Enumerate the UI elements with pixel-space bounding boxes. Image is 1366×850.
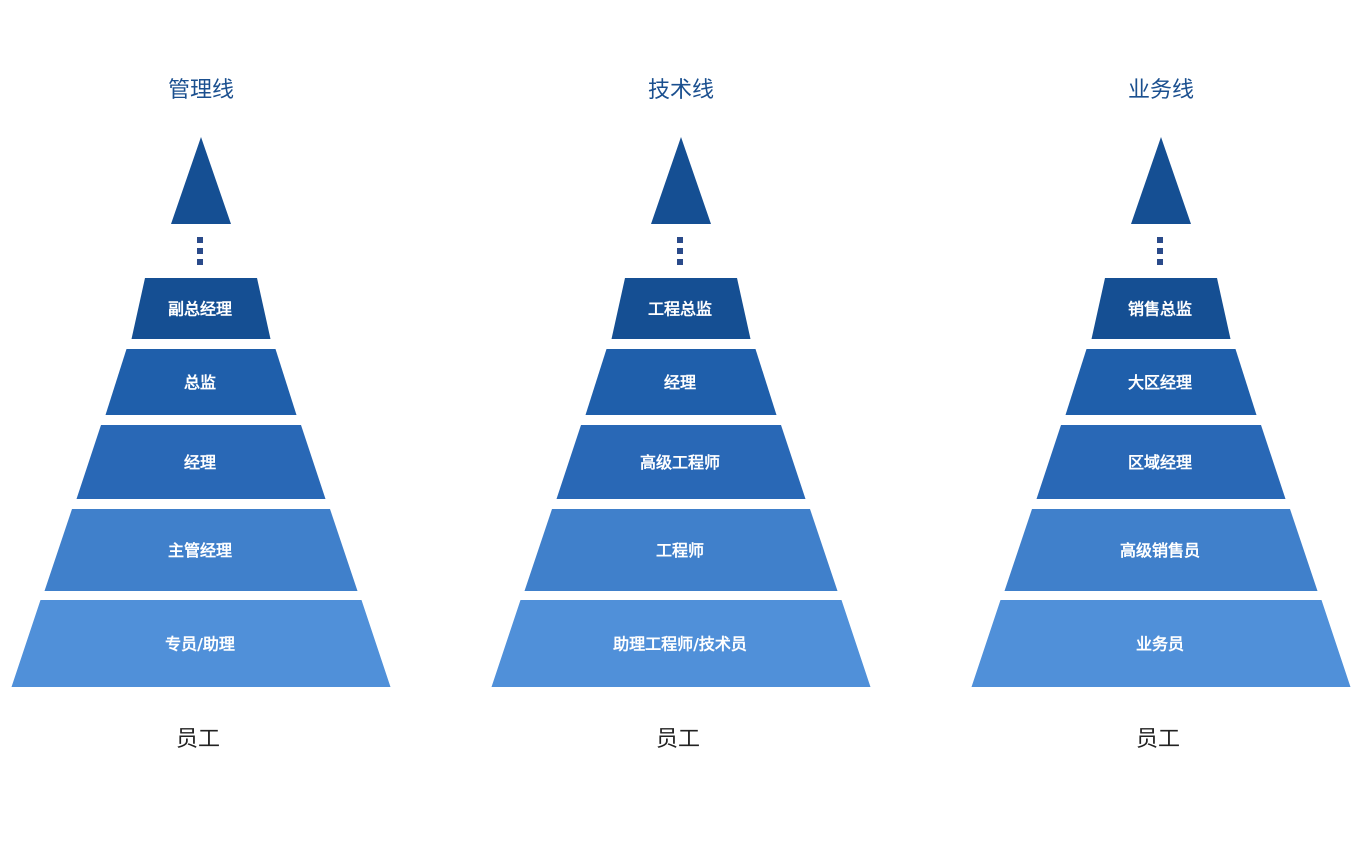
tier-1: 销售总监: [1091, 278, 1231, 339]
ellipsis-dot: [197, 259, 203, 265]
tier-shape: [1036, 425, 1286, 499]
tier-3: 经理: [76, 425, 326, 499]
tier-label: 销售总监: [1128, 300, 1192, 319]
ellipsis-dot: [677, 259, 683, 265]
tier-shape: [1004, 509, 1318, 591]
tier-1: 工程总监: [611, 278, 751, 339]
ellipsis-dot: [197, 248, 203, 254]
tier-label: 区域经理: [1128, 453, 1192, 472]
ellipsis-dot: [677, 237, 683, 243]
apex-triangle: [651, 137, 711, 224]
tier-5: 助理工程师/技术员: [491, 600, 871, 687]
ellipsis-dot: [1157, 237, 1163, 243]
tier-shape: [971, 600, 1351, 687]
tier-4: 高级销售员: [1004, 509, 1318, 591]
tier-label: 高级销售员: [1120, 541, 1200, 560]
tier-shape: [611, 278, 751, 339]
tier-2: 大区经理: [1065, 349, 1257, 415]
tier-label: 主管经理: [168, 541, 232, 560]
base-label: 员工: [1136, 727, 1180, 752]
tier-4: 工程师: [524, 509, 838, 591]
tier-shape: [1065, 349, 1257, 415]
tier-label: 副总经理: [168, 300, 232, 319]
tier-4: 主管经理: [44, 509, 358, 591]
column-title: 管理线: [168, 78, 234, 103]
ellipsis-dot: [197, 237, 203, 243]
tier-3: 高级工程师: [556, 425, 806, 499]
tier-shape: [524, 509, 838, 591]
tier-5: 业务员: [971, 600, 1351, 687]
tier-shape: [11, 600, 391, 687]
tier-label: 经理: [664, 373, 696, 392]
tier-label: 大区经理: [1128, 373, 1192, 392]
base-label: 员工: [656, 727, 700, 752]
base-label: 员工: [176, 727, 220, 752]
column-title: 业务线: [1128, 78, 1194, 103]
tier-shape: [556, 425, 806, 499]
tier-3: 区域经理: [1036, 425, 1286, 499]
tier-1: 副总经理: [131, 278, 271, 339]
tier-2: 经理: [585, 349, 777, 415]
tier-label: 经理: [184, 453, 216, 472]
tier-shape: [491, 600, 871, 687]
tier-label: 总监: [184, 373, 216, 392]
tier-shape: [44, 509, 358, 591]
tier-label: 专员/助理: [165, 635, 235, 654]
tier-5: 专员/助理: [11, 600, 391, 687]
apex-triangle: [1131, 137, 1191, 224]
tier-label: 助理工程师/技术员: [613, 635, 747, 654]
ellipsis-dot: [1157, 248, 1163, 254]
tier-label: 工程师: [656, 541, 704, 560]
column-title: 技术线: [648, 78, 714, 103]
tier-label: 高级工程师: [640, 453, 720, 472]
tier-label: 业务员: [1136, 635, 1184, 654]
tier-label: 工程总监: [648, 300, 712, 319]
tier-2: 总监: [105, 349, 297, 415]
ellipsis-dot: [677, 248, 683, 254]
tier-shape: [585, 349, 777, 415]
apex-triangle: [171, 137, 231, 224]
tier-shape: [76, 425, 326, 499]
tier-shape: [105, 349, 297, 415]
tier-shape: [1091, 278, 1231, 339]
ellipsis-dot: [1157, 259, 1163, 265]
tier-shape: [131, 278, 271, 339]
